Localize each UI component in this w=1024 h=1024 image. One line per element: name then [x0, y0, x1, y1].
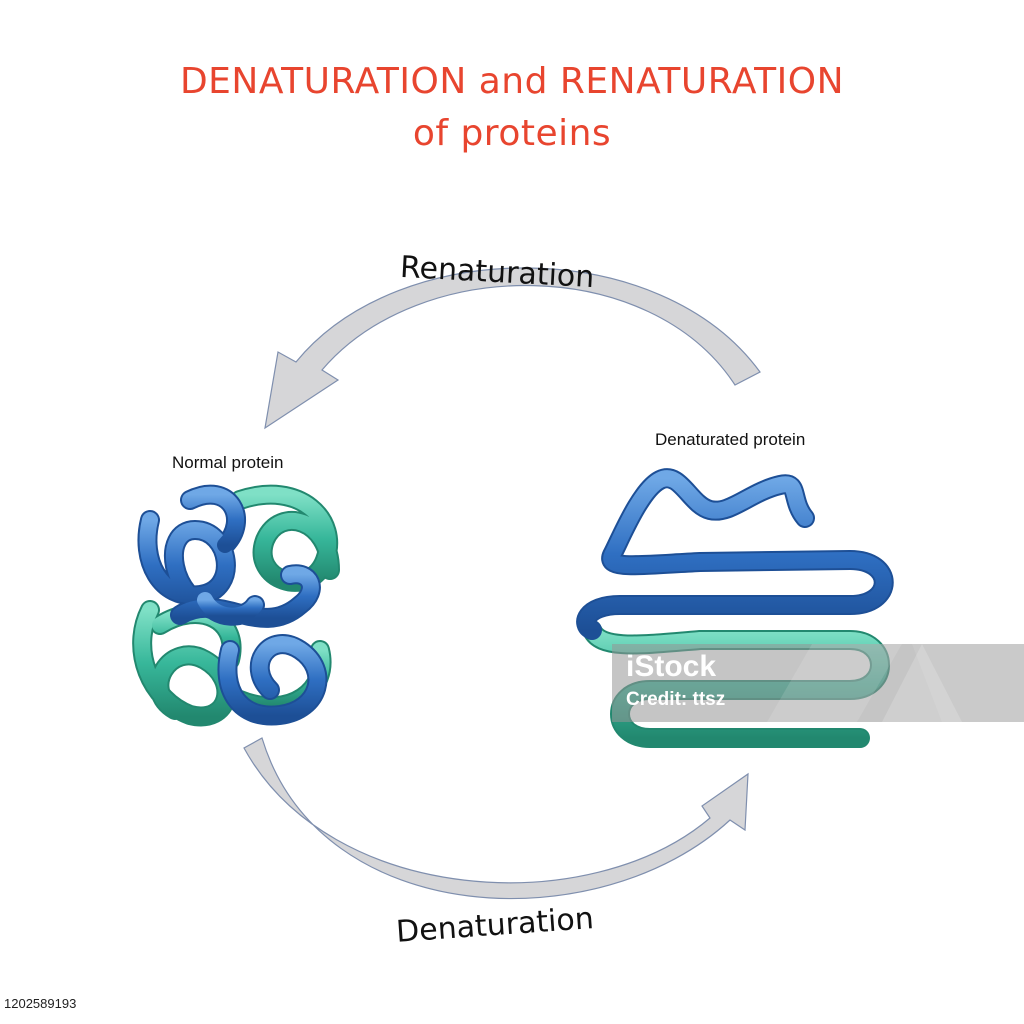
stock-id: 1202589193 — [4, 996, 77, 1011]
renaturation-arrow — [264, 267, 761, 430]
normal-protein-label: Normal protein — [172, 453, 284, 472]
watermark-logo: iStock — [626, 650, 717, 683]
denaturated-protein-label: Denaturated protein — [655, 430, 806, 449]
title-line-1: DENATURATION and RENATURATION — [179, 61, 845, 102]
watermark-banner: iStock Credit: ttsz — [612, 644, 1024, 722]
normal-protein-structure — [132, 484, 340, 727]
title-line-2: of proteins — [412, 113, 612, 154]
watermark-triangles-icon — [767, 644, 1024, 722]
watermark-credit: Credit: ttsz — [626, 689, 726, 710]
denaturation-arrow — [243, 737, 749, 900]
